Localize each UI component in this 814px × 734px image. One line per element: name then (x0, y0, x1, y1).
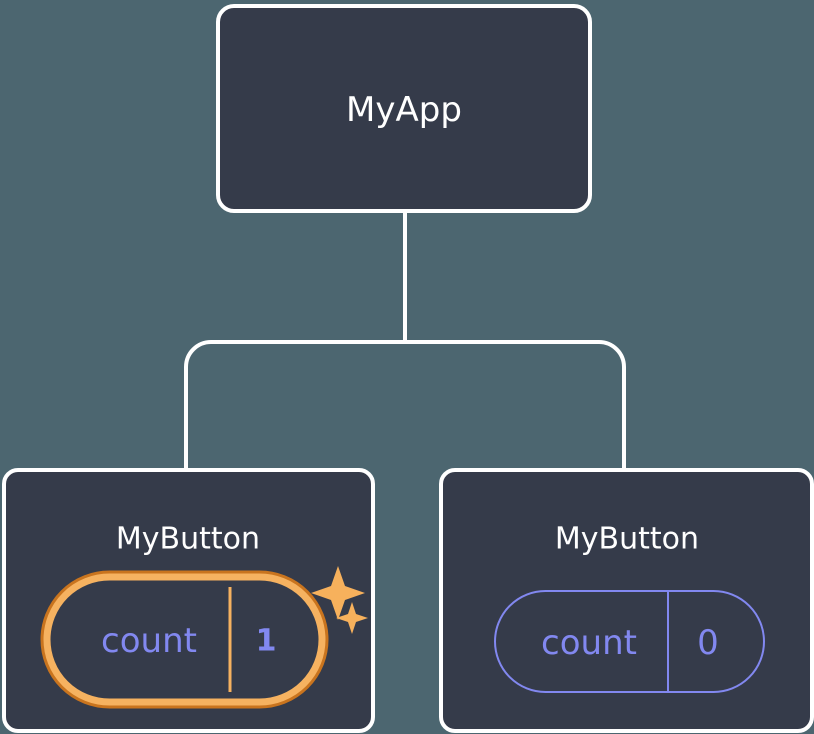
node-mybutton-left[interactable]: MyButton count 1 (2, 468, 375, 733)
node-mybutton-right-title: MyButton (555, 522, 699, 557)
sparkle-small-icon (336, 602, 368, 634)
state-pill-left-value: 1 (256, 624, 277, 659)
state-pill-left-label: count (101, 621, 197, 661)
connector-branch-right (405, 340, 626, 472)
connector-branch-left (184, 340, 405, 472)
node-myapp[interactable]: MyApp (216, 4, 592, 213)
node-mybutton-left-title: MyButton (116, 522, 260, 557)
state-pill-right[interactable]: count 0 (494, 590, 765, 693)
state-pill-right-label: count (541, 623, 637, 663)
state-pill-left[interactable]: count 1 (40, 570, 329, 709)
sparkle-large-icon (311, 566, 365, 620)
state-pill-right-value: 0 (697, 623, 719, 663)
node-mybutton-right-box (439, 468, 814, 733)
node-myapp-title: MyApp (346, 90, 462, 130)
node-myapp-box (216, 4, 592, 213)
state-pill-right-outline (494, 590, 765, 693)
node-mybutton-right[interactable]: MyButton count 0 (439, 468, 814, 733)
state-pill-left-inner-ring (43, 573, 326, 706)
